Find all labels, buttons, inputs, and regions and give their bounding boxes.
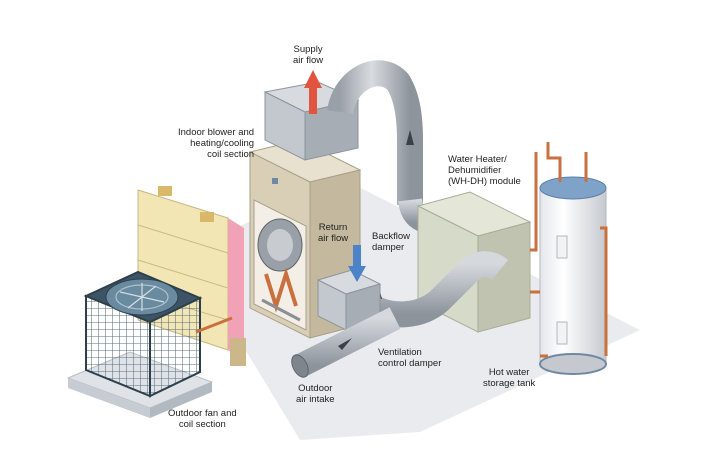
backflow-damper-label: Backflow damper <box>372 231 411 253</box>
indoor-blower-label: Indoor blower and heating/cooling coil s… <box>178 127 255 160</box>
ventilation-damper-label: Ventilation control damper <box>378 347 442 369</box>
duct-flow-arrow-intake <box>338 338 352 350</box>
outdoor-intake-duct <box>291 307 401 378</box>
return-air-arrow <box>348 245 366 282</box>
return-air-flow-label: Return air flow <box>318 222 349 244</box>
supply-air-flow-label: Supply air flow <box>293 44 324 66</box>
outdoor-fan-label: Outdoor fan and coil section <box>168 408 237 430</box>
storage-tank-label: Hot water storage tank <box>483 367 536 389</box>
outdoor-air-intake-label: Outdoor air intake <box>296 383 335 405</box>
water-piping <box>530 142 608 358</box>
hot-water-tank <box>539 176 607 375</box>
duct-flow-arrow-up <box>406 130 414 145</box>
outdoor-condenser-unit <box>83 270 203 398</box>
supply-air-arrow <box>304 70 322 114</box>
water-heater-module-label: Water Heater/ Dehumidifier (WH-DH) modul… <box>448 154 521 187</box>
refrigerant-line <box>195 316 233 334</box>
